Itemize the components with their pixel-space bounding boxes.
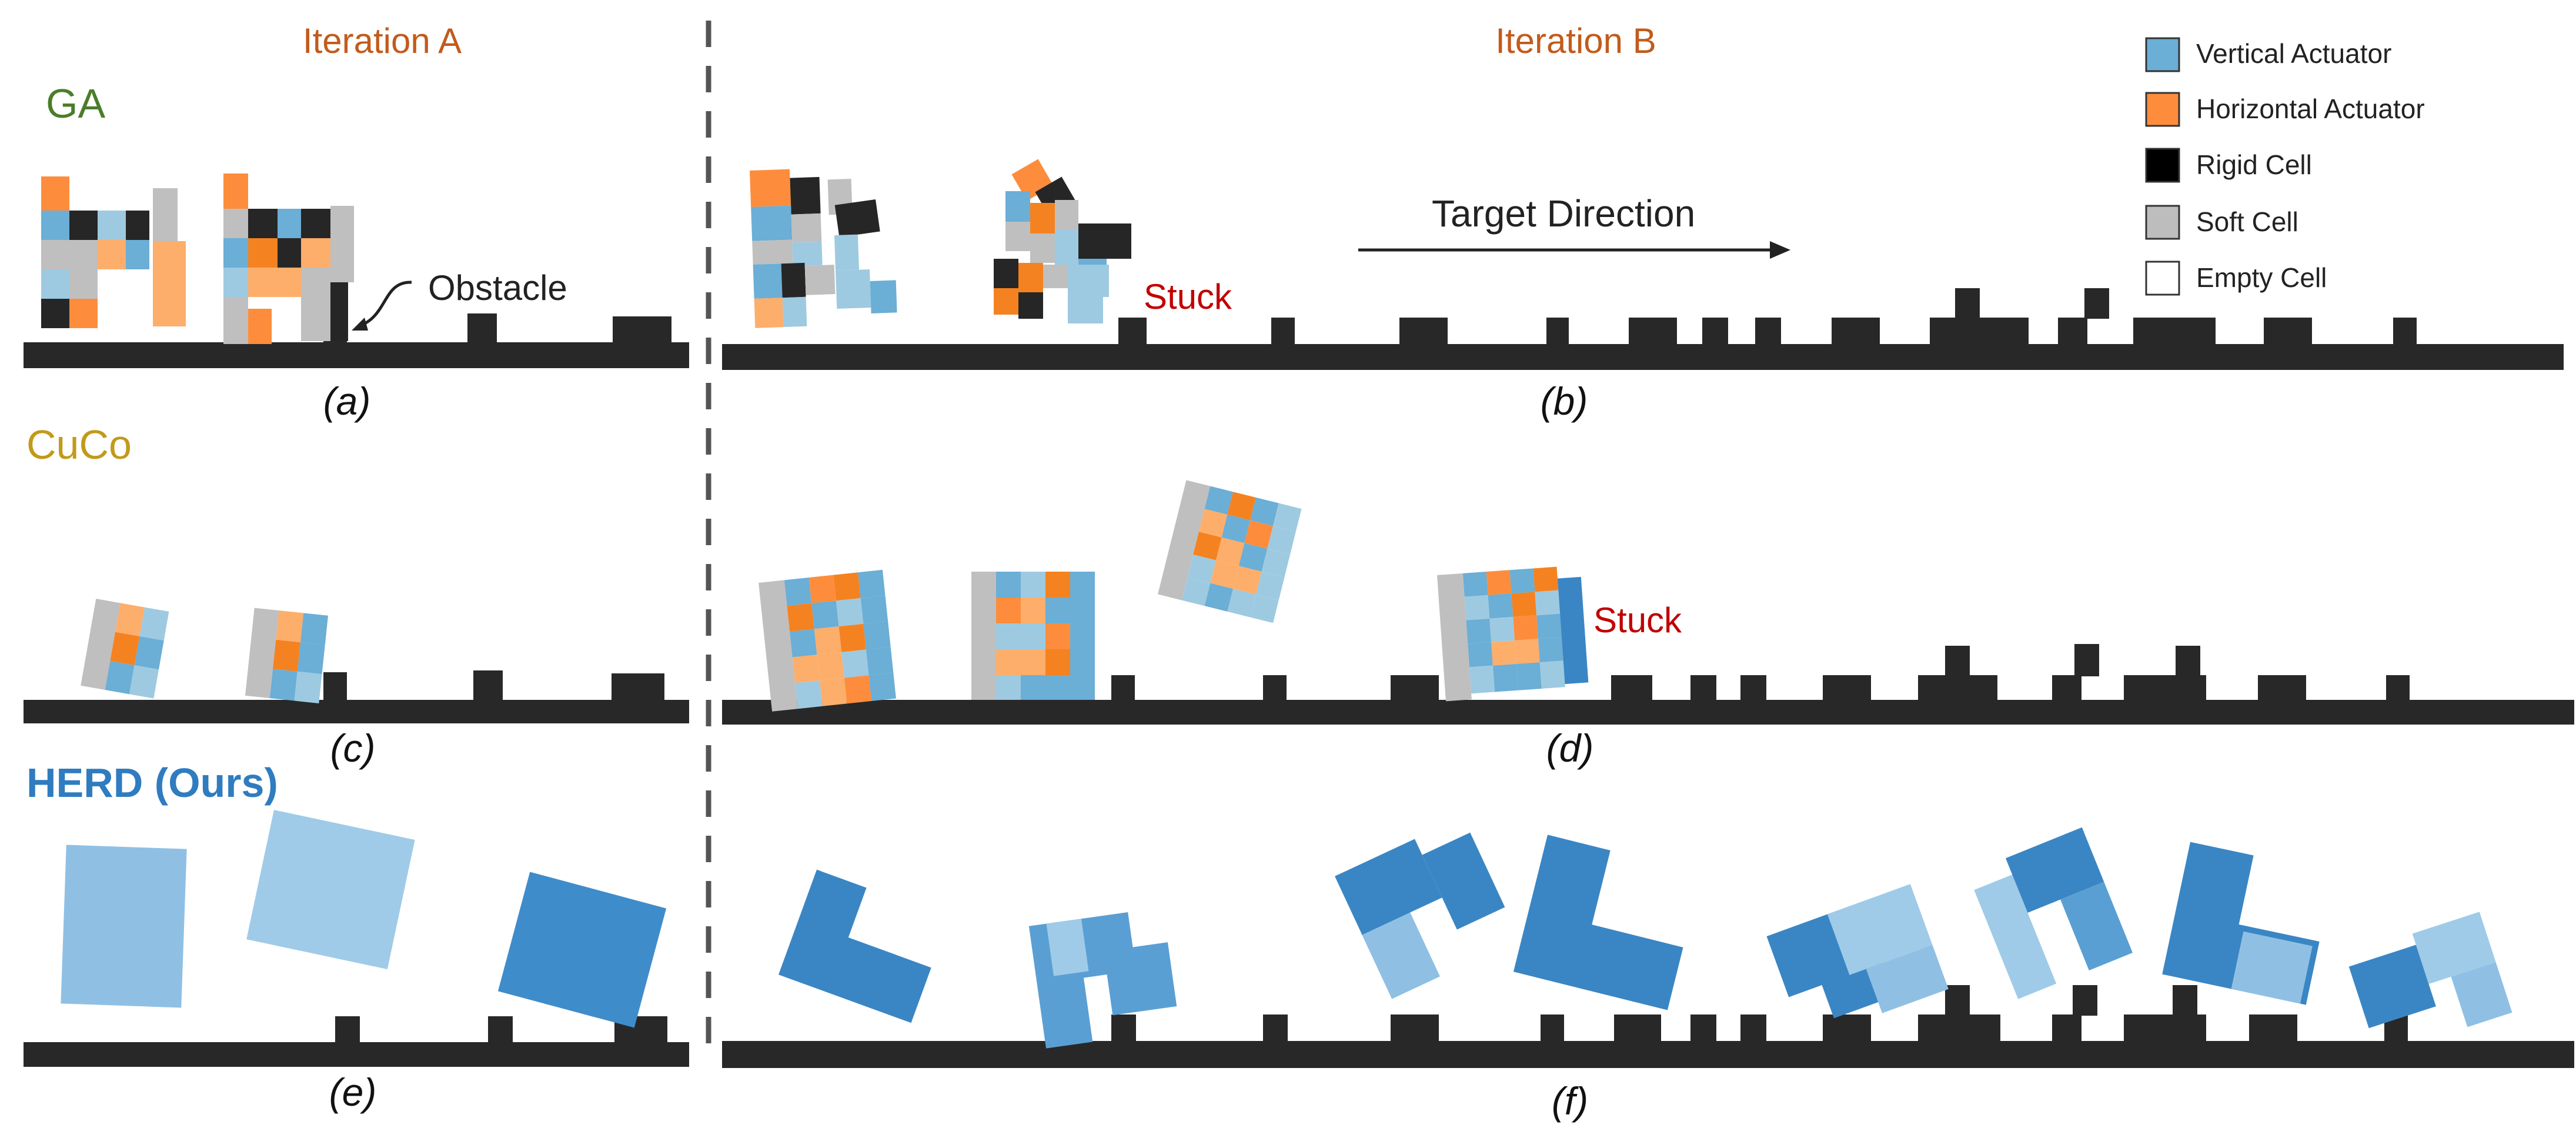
horizontal-actuator-swatch — [2145, 92, 2180, 127]
terrain-a — [24, 313, 689, 368]
legend-label-empty-cell: Empty Cell — [2196, 262, 2327, 293]
ga-robot-a1 — [41, 176, 186, 328]
legend-label-horizontal-actuator: Horizontal Actuator — [2196, 94, 2425, 124]
herd-robot-f6 — [1974, 827, 2133, 999]
herd-robot-f2 — [1028, 912, 1177, 1049]
cuco-method-title: CuCo — [26, 422, 132, 468]
herd-robot-e3 — [497, 872, 667, 1028]
cuco-robot-c1 — [81, 599, 169, 699]
empty-cell-swatch — [2145, 261, 2180, 296]
herd-robot-f1 — [779, 869, 931, 1023]
obstacle-label: Obstacle — [428, 268, 567, 308]
legend-label-vertical-actuator: Vertical Actuator — [2196, 38, 2391, 69]
obstacle-arrow — [357, 281, 412, 328]
legend-label-soft-cell: Soft Cell — [2196, 206, 2298, 237]
panel-label-b: (b) — [1541, 379, 1588, 423]
panel-label-c: (c) — [330, 726, 376, 770]
vertical-actuator-swatch — [2145, 37, 2180, 72]
cuco-robot-d4 — [1436, 566, 1589, 702]
herd-robot-f7 — [2162, 842, 2320, 1005]
herd-robot-e1 — [61, 845, 187, 1008]
herd-robot-f8 — [2348, 912, 2512, 1029]
ga-method-title: GA — [46, 81, 105, 126]
ga-robot-b2 — [994, 159, 1131, 323]
iteration-b-header: Iteration B — [1495, 21, 1656, 61]
terrain-e — [24, 1016, 689, 1067]
target-direction-arrowhead — [1770, 241, 1790, 259]
terrain-f — [722, 985, 2574, 1068]
cuco-robot-d2 — [971, 572, 1095, 700]
target-direction-label: Target Direction — [1432, 192, 1695, 235]
iteration-a-header: Iteration A — [303, 21, 462, 61]
ga-robot-b1 — [750, 169, 897, 328]
ga-robot-a2 — [223, 173, 354, 344]
herd-method-title: HERD (Ours) — [26, 760, 278, 806]
legend-label-rigid-cell: Rigid Cell — [2196, 149, 2312, 180]
legend: Vertical Actuator Horizontal Actuator Ri… — [2145, 37, 2425, 296]
stuck-label-ga: Stuck — [1144, 277, 1232, 316]
panel-label-f: (f) — [1552, 1079, 1588, 1123]
panel-label-a: (a) — [323, 379, 371, 423]
cuco-robot-d3 — [1158, 480, 1302, 623]
terrain-d — [722, 644, 2574, 725]
herd-robot-e2 — [246, 810, 415, 970]
herd-robot-f4 — [1513, 835, 1683, 1010]
rigid-cell-swatch — [2145, 148, 2180, 183]
herd-robot-f3 — [1335, 832, 1505, 999]
panel-label-d: (d) — [1546, 726, 1594, 770]
terrain-b — [722, 288, 2564, 370]
obstacle-arrowhead — [352, 318, 368, 331]
cuco-robot-d1 — [759, 569, 896, 712]
herd-robot-f5 — [1766, 884, 1949, 1019]
soft-cell-swatch — [2145, 205, 2180, 240]
cuco-robot-c2 — [245, 608, 328, 703]
stuck-label-cuco: Stuck — [1593, 600, 1682, 640]
panel-label-e: (e) — [329, 1070, 377, 1114]
terrain-c — [24, 670, 689, 723]
